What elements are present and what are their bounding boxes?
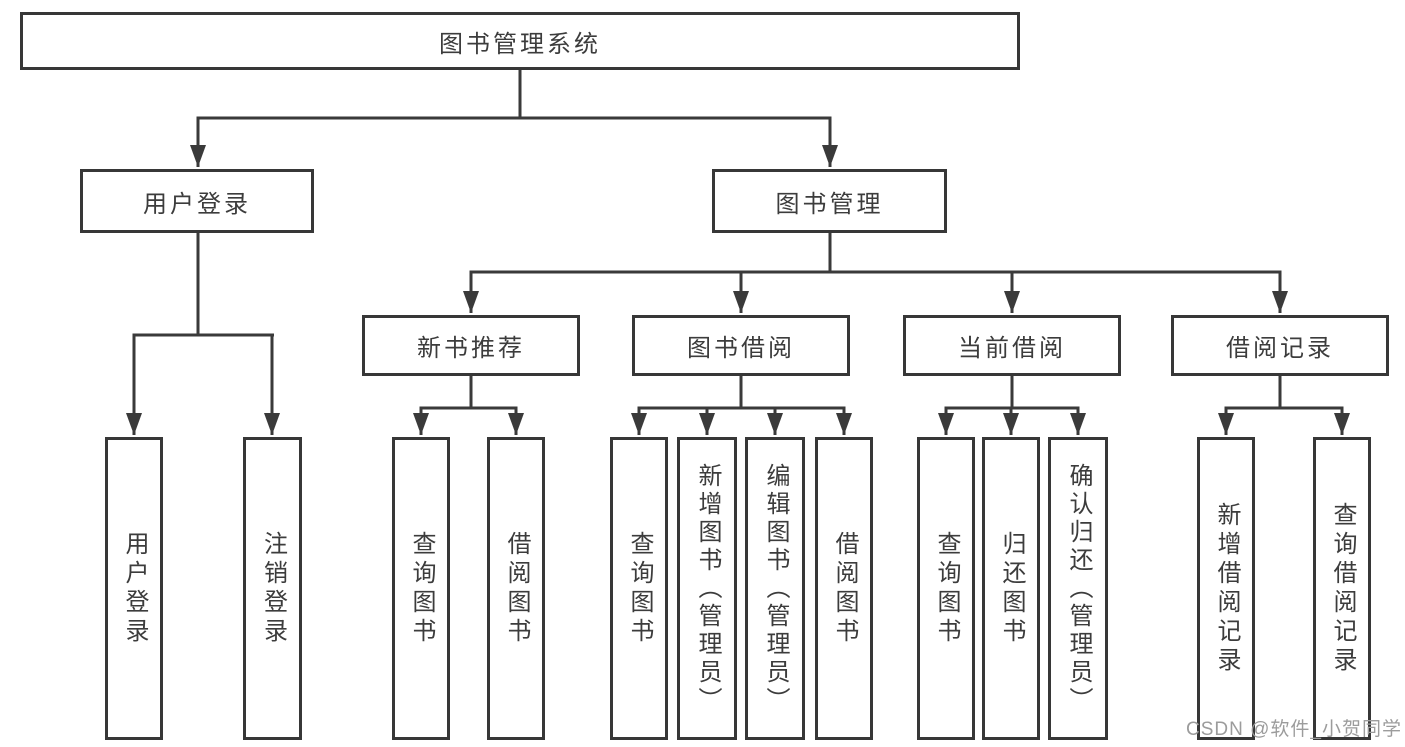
leaf-add-book-admin: 新增图书（管理员） <box>677 437 737 740</box>
leaf-query-book: 查询图书 <box>917 437 975 740</box>
node-book-management: 图书管理 <box>712 169 947 233</box>
leaf-add-borrow-record: 新增借阅记录 <box>1197 437 1255 740</box>
csdn-watermark: CSDN @软件_小贺同学 <box>1186 719 1402 740</box>
node-book-borrow: 图书借阅 <box>632 315 850 376</box>
leaf-query-borrow-record: 查询借阅记录 <box>1313 437 1371 740</box>
leaf-confirm-return-admin: 确认归还（管理员） <box>1048 437 1108 740</box>
leaf-borrow-book: 借阅图书 <box>487 437 545 740</box>
leaf-query-book: 查询图书 <box>610 437 668 740</box>
leaf-borrow-book: 借阅图书 <box>815 437 873 740</box>
leaf-edit-book-admin: 编辑图书（管理员） <box>745 437 805 740</box>
leaf-return-book: 归还图书 <box>982 437 1040 740</box>
node-current-borrow: 当前借阅 <box>903 315 1121 376</box>
node-new-book-recommend: 新书推荐 <box>362 315 580 376</box>
node-user-login: 用户登录 <box>80 169 314 233</box>
leaf-user-login: 用户登录 <box>105 437 163 740</box>
node-system-root: 图书管理系统 <box>20 12 1020 70</box>
leaf-logout: 注销登录 <box>243 437 302 740</box>
node-borrow-records: 借阅记录 <box>1171 315 1389 376</box>
leaf-query-book: 查询图书 <box>392 437 450 740</box>
